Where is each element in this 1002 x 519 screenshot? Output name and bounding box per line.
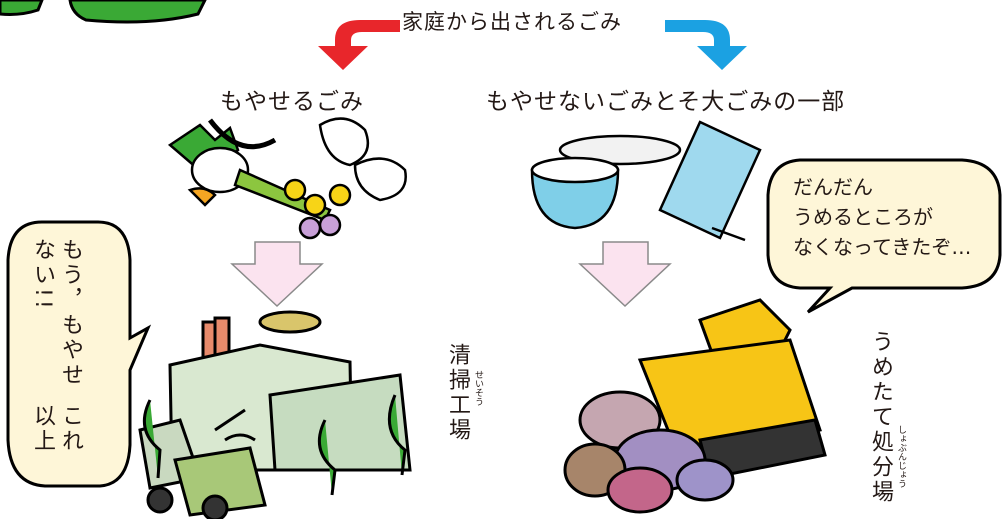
bulldozer-landfill-illustration [563,298,827,514]
nonburnable-garbage-illustration [530,120,762,242]
nonburnable-speech-bubble [766,158,1002,314]
burnable-speech-line-2: もう，もやせない!! [30,238,83,388]
blue-split-arrow [665,20,747,70]
burnable-label: もやせるごみ [220,89,364,115]
incinerator-ruby: せいそう [473,370,483,406]
nonburnable-speech-line-1: だんだん [793,175,873,199]
green-character-fragment [0,0,207,24]
nonburnable-speech-line-3: なくなってきたぞ… [793,235,972,259]
burnable-speech-text: これ以上 もう，もやせない!! [28,238,84,478]
burnable-speech-line-1: これ以上 [30,403,83,454]
nonburnable-label: もやせないごみとそ大ごみの一部 [486,89,846,115]
page-title: 家庭から出されるごみ [402,10,622,34]
nonburnable-flow-arrow [578,241,672,308]
burnable-flow-arrow [230,241,324,308]
nonburnable-speech-text: だんだん うめるところが なくなってきたぞ… [793,172,971,262]
landfill-ruby: しょぶんじょう [896,425,906,488]
nonburnable-speech-line-2: うめるところが [793,205,933,229]
burnable-speech-bubble [6,220,152,488]
landfill-label: うめたて処分場 [868,330,893,505]
incinerator-label: 清掃工場 [445,343,470,443]
burnable-garbage-illustration [167,117,407,240]
red-split-arrow [318,20,400,70]
incinerator-factory-illustration [138,310,412,519]
